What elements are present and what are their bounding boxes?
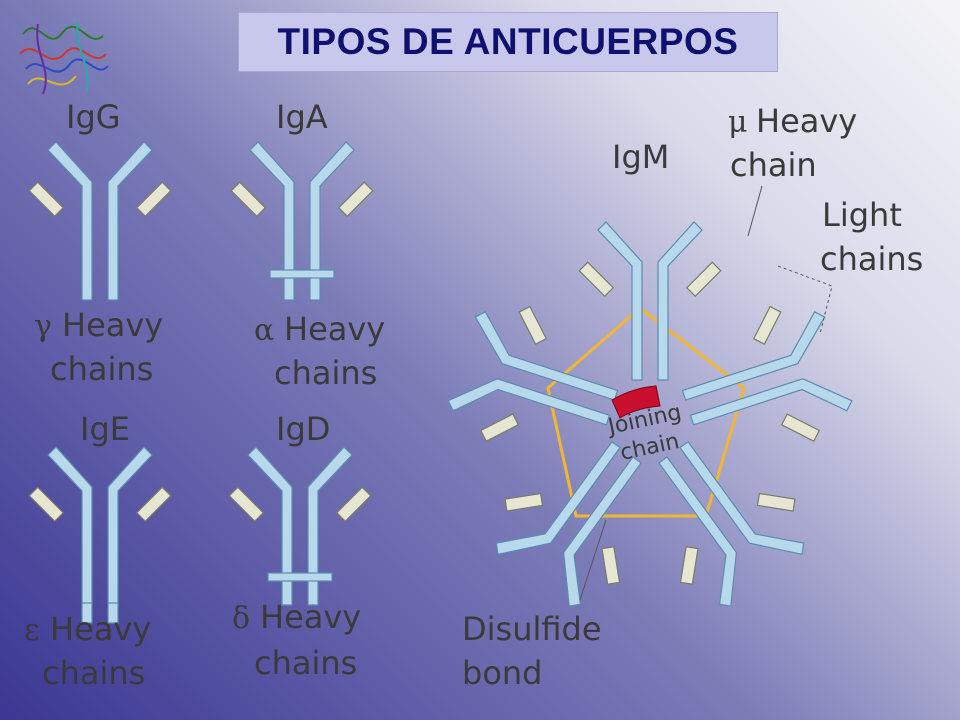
iga-heavy-symbol: α (254, 313, 274, 348)
igd-heavy-label: Heavy (260, 598, 361, 636)
igd-molecule (228, 446, 372, 606)
igd-chains-label: chains (254, 644, 357, 682)
igm-heavy-symbol: μ (728, 105, 748, 140)
ige-heavy-label: Heavy (50, 610, 151, 648)
iga-chains-label: chains (274, 354, 377, 392)
ige-chains-label: chains (42, 654, 145, 692)
igd-heavy-symbol: δ (232, 601, 250, 636)
light-chain-pointer (777, 265, 833, 335)
igm-heavy-label: Heavy (756, 102, 857, 140)
disulfide-pointer (579, 519, 607, 601)
igm-label: IgM (612, 138, 669, 176)
page-title: TIPOS DE ANTICUERPOS (277, 21, 739, 62)
igg-chains-label: chains (50, 350, 153, 388)
ige-heavy-symbol: ε (24, 613, 40, 648)
igd-label: IgD (276, 410, 330, 448)
joining-chain (611, 385, 661, 419)
disulfide-bond-label-1: Disulfide (462, 610, 602, 648)
iga-molecule (230, 141, 374, 301)
ige-label: IgE (80, 410, 130, 448)
ige-molecule (28, 446, 172, 624)
title-box: TIPOS DE ANTICUERPOS (238, 12, 778, 72)
igm-pentamer (439, 221, 861, 623)
light-chains-label-1: Light (822, 196, 902, 234)
light-chains-label-2: chains (820, 240, 923, 278)
igg-heavy-symbol: γ (34, 309, 52, 344)
igg-label: IgG (66, 98, 121, 136)
igg-molecule (28, 141, 172, 301)
igg-heavy-label: Heavy (62, 306, 163, 344)
disulfide-bond-label-2: bond (462, 654, 542, 692)
iga-heavy-label: Heavy (284, 310, 385, 348)
iga-label: IgA (276, 98, 328, 136)
heavy-chain-pointer (747, 185, 763, 237)
protein-ribbon-icon (19, 21, 109, 95)
igm-heavy-chain-label: chain (730, 146, 817, 184)
